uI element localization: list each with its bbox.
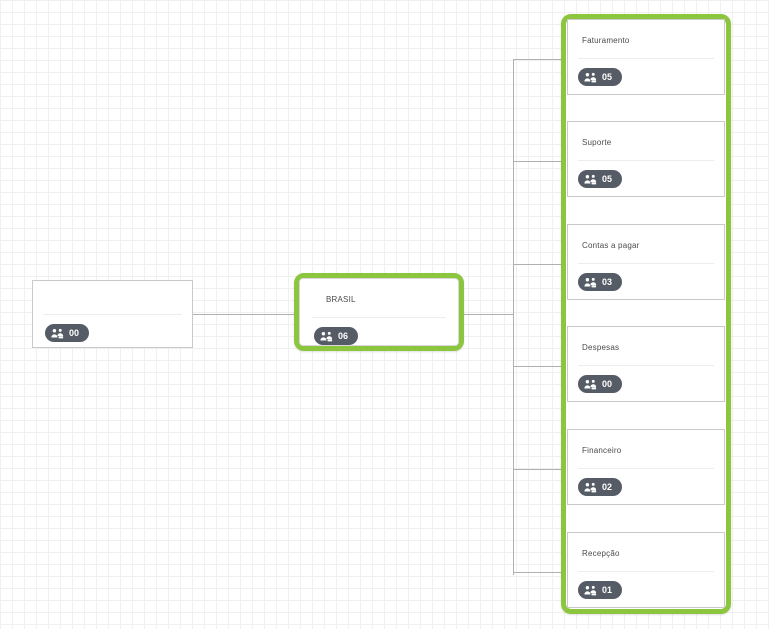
users-icon (584, 72, 597, 83)
node-child-title: Despesas (582, 343, 620, 352)
users-icon (584, 174, 597, 185)
node-child-title: Suporte (582, 138, 612, 147)
node-child[interactable]: Recepção 01 (567, 532, 725, 608)
node-child-title: Contas a pagar (582, 241, 640, 250)
node-child[interactable]: Suporte 05 (567, 121, 725, 197)
node-brasil-title: BRASIL (326, 295, 356, 304)
node-root[interactable]: 00 (32, 280, 193, 348)
users-icon (584, 585, 597, 596)
divider (578, 571, 714, 572)
users-icon (320, 331, 333, 342)
node-child-members-count: 01 (602, 585, 613, 595)
node-brasil-members-badge[interactable]: 06 (314, 327, 359, 345)
node-root-members-badge[interactable]: 00 (45, 324, 90, 342)
node-child-members-count: 05 (602, 72, 613, 82)
node-root-members-count: 00 (69, 328, 80, 338)
node-brasil-members-count: 06 (338, 331, 349, 341)
divider (578, 58, 714, 59)
node-child-members-badge[interactable]: 03 (578, 273, 623, 291)
node-child-title: Financeiro (582, 446, 622, 455)
connector-root-to-brasil (193, 314, 295, 315)
node-child-members-badge[interactable]: 05 (578, 68, 623, 86)
connector-branch-4 (513, 366, 561, 367)
node-child-members-badge[interactable]: 01 (578, 581, 623, 599)
connector-branch-5 (513, 469, 561, 470)
node-child-members-count: 00 (602, 379, 613, 389)
divider (43, 314, 182, 315)
divider (578, 263, 714, 264)
divider (578, 160, 714, 161)
node-brasil-selection-outline[interactable]: BRASIL 06 (294, 273, 464, 351)
node-child-title: Faturamento (582, 36, 630, 45)
users-icon (584, 482, 597, 493)
node-child[interactable]: Contas a pagar 03 (567, 224, 725, 300)
node-child-members-count: 03 (602, 277, 613, 287)
divider (578, 468, 714, 469)
divider (578, 365, 714, 366)
node-child-members-count: 02 (602, 482, 613, 492)
connector-branch-3 (513, 264, 561, 265)
node-child-members-count: 05 (602, 174, 613, 184)
node-child[interactable]: Financeiro 02 (567, 429, 725, 505)
connector-branch-6 (513, 572, 561, 573)
node-brasil[interactable]: BRASIL 06 (299, 278, 459, 346)
node-child-members-badge[interactable]: 02 (578, 478, 623, 496)
connector-brasil-to-spine (464, 314, 514, 315)
node-child-title: Recepção (582, 549, 620, 558)
users-icon (584, 379, 597, 390)
connector-branch-2 (513, 161, 561, 162)
node-child[interactable]: Despesas 00 (567, 326, 725, 402)
connector-spine (513, 59, 514, 575)
users-icon (584, 277, 597, 288)
connector-branch-1 (513, 59, 561, 60)
divider (312, 317, 446, 318)
users-icon (51, 328, 64, 339)
node-child-members-badge[interactable]: 05 (578, 170, 623, 188)
node-child-members-badge[interactable]: 00 (578, 375, 623, 393)
node-child[interactable]: Faturamento 05 (567, 19, 725, 95)
